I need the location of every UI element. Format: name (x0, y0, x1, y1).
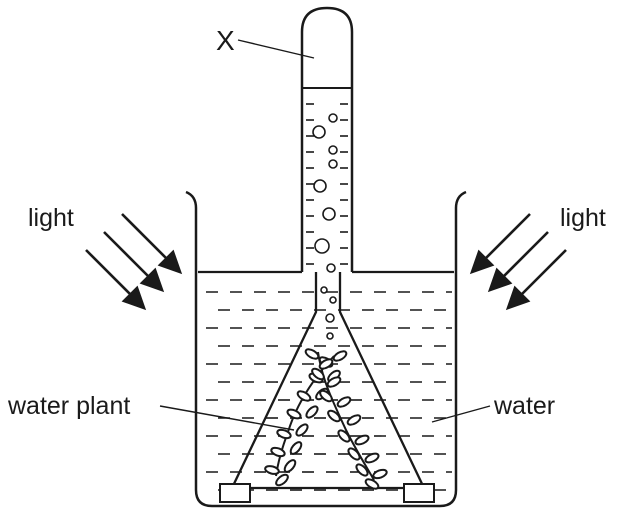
leaf (275, 473, 289, 487)
test-tube (300, 6, 354, 272)
leaf (305, 405, 319, 419)
leaf (289, 441, 303, 455)
light-arrow (85, 249, 137, 301)
leaf (372, 468, 388, 480)
light-arrow (103, 231, 155, 283)
arrow-head (505, 285, 531, 311)
label-light-right: light (560, 204, 606, 232)
leader-line-x (237, 39, 315, 59)
leaf (332, 350, 348, 362)
leaf (283, 459, 297, 473)
plant-stem-left (275, 355, 335, 477)
light-arrow (479, 213, 531, 265)
arrow-head (139, 267, 165, 293)
light-arrows-left (85, 213, 183, 311)
label-water: water (493, 392, 555, 420)
label-water-plant: water plant (7, 392, 130, 420)
leaf (264, 465, 280, 475)
leaf (347, 447, 361, 461)
leaf (327, 409, 341, 423)
plant-leaves-right (304, 348, 388, 490)
arrow-head (469, 249, 495, 275)
leaf (270, 446, 286, 458)
bubble (328, 145, 338, 155)
leader-line-plant (159, 405, 295, 431)
arrow-head (487, 267, 513, 293)
leaf (346, 414, 362, 426)
arrow-head (121, 285, 147, 311)
water-plant (264, 348, 388, 490)
support-block-left (219, 483, 251, 503)
leaf (318, 358, 334, 370)
tube-water-lines (306, 103, 348, 265)
label-light-left: light (28, 204, 74, 232)
leaf (319, 389, 333, 403)
support-block-right (403, 483, 435, 503)
leaf (336, 396, 352, 408)
bubble (326, 263, 336, 273)
light-arrow (121, 213, 173, 265)
bubble (312, 125, 326, 139)
beaker (185, 190, 467, 508)
leaf (296, 390, 312, 402)
leaf (276, 428, 292, 440)
light-arrow (515, 249, 567, 301)
leaf (355, 463, 369, 477)
light-arrows-right (469, 213, 567, 311)
funnel (230, 272, 426, 490)
bubble (314, 238, 330, 254)
bubble (328, 159, 338, 169)
leaf (311, 367, 325, 381)
leaf (304, 348, 320, 360)
leaf (326, 376, 342, 388)
gas-bubbles (312, 113, 338, 340)
bubble (325, 313, 335, 323)
leaf (295, 423, 309, 437)
bubble (329, 296, 337, 304)
leader-line-water (431, 405, 491, 423)
leaf (364, 452, 380, 464)
plant-leaves-left (264, 350, 348, 487)
leaf (364, 478, 380, 490)
bubble (322, 207, 336, 221)
leaf (286, 408, 302, 420)
leaf (337, 429, 351, 443)
bubble (326, 332, 334, 340)
bubble (328, 113, 338, 123)
bubble (320, 286, 328, 294)
arrow-head (157, 249, 183, 275)
leaf (354, 434, 370, 446)
bubble (313, 179, 327, 193)
light-arrow (497, 231, 549, 283)
label-x: X (216, 25, 235, 56)
